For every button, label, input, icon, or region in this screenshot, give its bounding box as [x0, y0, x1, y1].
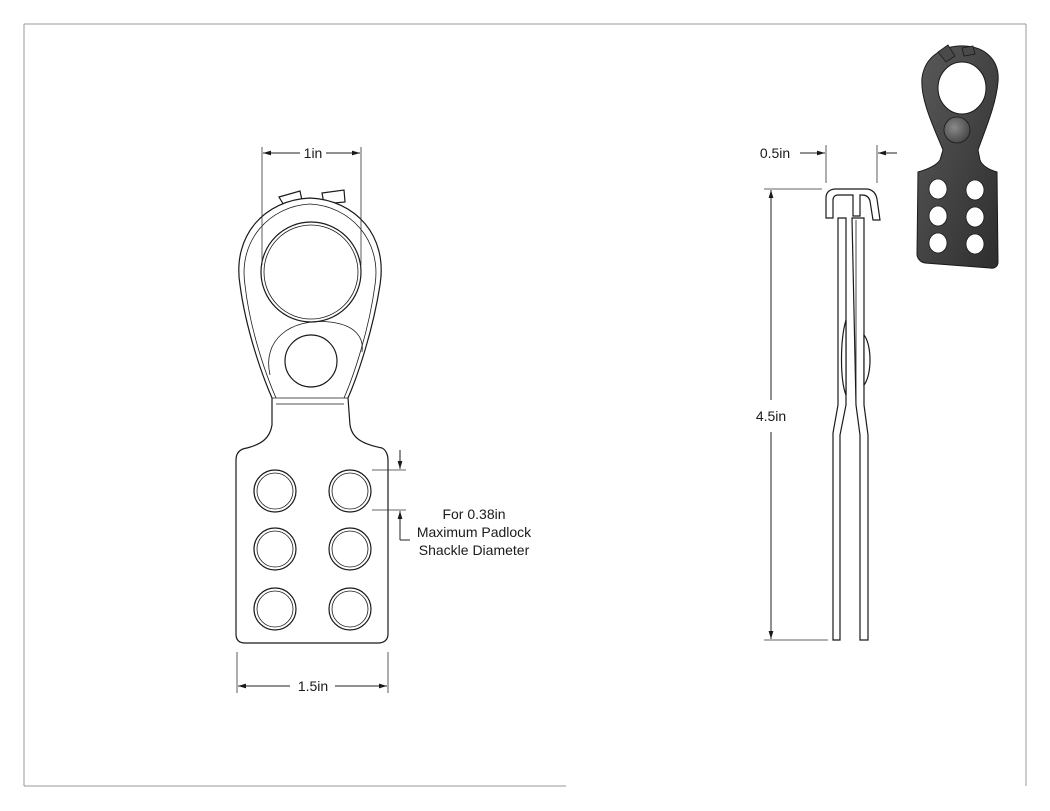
- dim-ring-width-label: 1in: [304, 145, 323, 161]
- iso-hole: [965, 179, 985, 201]
- isometric-view: [916, 44, 999, 269]
- padlock-hole-inner: [256, 472, 294, 510]
- padlock-hole-inner: [256, 530, 294, 568]
- dim-thickness-label: 0.5in: [760, 145, 790, 161]
- dim-height-label: 4.5in: [756, 408, 786, 424]
- padlock-hole-inner: [331, 530, 369, 568]
- side-view: 0.5in 4.5in: [756, 145, 897, 641]
- iso-hole: [965, 233, 985, 255]
- note-line-1: For 0.38in: [442, 506, 505, 522]
- dim-thickness: 0.5in: [760, 145, 897, 183]
- iso-hole: [928, 205, 948, 227]
- side-leg-left: [832, 217, 847, 641]
- iso-hole: [928, 232, 948, 254]
- note-line-3: Shackle Diameter: [419, 542, 530, 558]
- iso-hole: [928, 178, 948, 200]
- iso-hole: [965, 206, 985, 228]
- front-loop-hole: [260, 221, 362, 323]
- front-rivet: [284, 334, 338, 388]
- dim-body-width-label: 1.5in: [298, 678, 328, 694]
- padlock-hole: [328, 527, 372, 571]
- front-hasp-inner-edge: [243, 203, 377, 399]
- iso-tab-right: [961, 45, 976, 57]
- front-view: 1in 1.5in For 0.38in Maximum Padlock Sha…: [235, 145, 532, 694]
- side-leg-right: [851, 217, 869, 641]
- sheet-border: [23, 23, 1027, 787]
- front-loop-hole-inner: [263, 224, 359, 320]
- iso-rivet: [943, 116, 971, 144]
- side-rivet-bump: [863, 333, 871, 387]
- front-padlock-holes: [253, 469, 372, 631]
- dim-height: 4.5in: [756, 188, 828, 641]
- iso-padlock-holes: [928, 178, 985, 255]
- padlock-hole-inner: [256, 590, 294, 628]
- dim-body-width: 1.5in: [236, 652, 389, 694]
- front-jaw-swirl: [268, 321, 363, 376]
- padlock-hole: [253, 527, 297, 571]
- padlock-hole-inner: [331, 472, 369, 510]
- padlock-hole: [328, 587, 372, 631]
- padlock-hole: [253, 469, 297, 513]
- dim-ring-width: 1in: [261, 145, 362, 265]
- side-hook: [825, 188, 881, 221]
- padlock-hole-inner: [331, 590, 369, 628]
- hole-callout: For 0.38in Maximum Padlock Shackle Diame…: [372, 450, 532, 558]
- padlock-hole: [253, 587, 297, 631]
- iso-loop-hole: [937, 61, 987, 115]
- side-rivet-bump-left: [840, 319, 847, 396]
- note-line-2: Maximum Padlock: [417, 524, 532, 540]
- iso-tab-left: [937, 44, 956, 63]
- padlock-hole: [328, 469, 372, 513]
